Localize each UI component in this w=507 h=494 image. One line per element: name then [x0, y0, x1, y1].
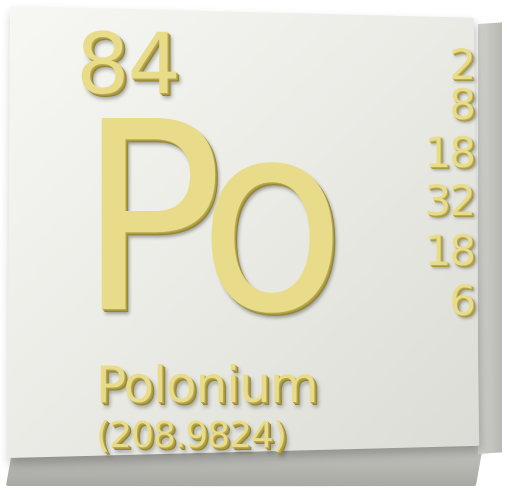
shell-2: 8: [449, 84, 474, 126]
tile-right-edge: [478, 22, 502, 454]
element-symbol: Po: [78, 88, 329, 350]
atomic-mass: (208.9824): [96, 418, 286, 454]
shell-3: 18: [425, 132, 474, 174]
shell-5: 18: [425, 230, 474, 272]
shell-6: 6: [449, 280, 474, 322]
shell-4: 32: [425, 180, 474, 222]
element-name: Polonium: [96, 360, 317, 410]
